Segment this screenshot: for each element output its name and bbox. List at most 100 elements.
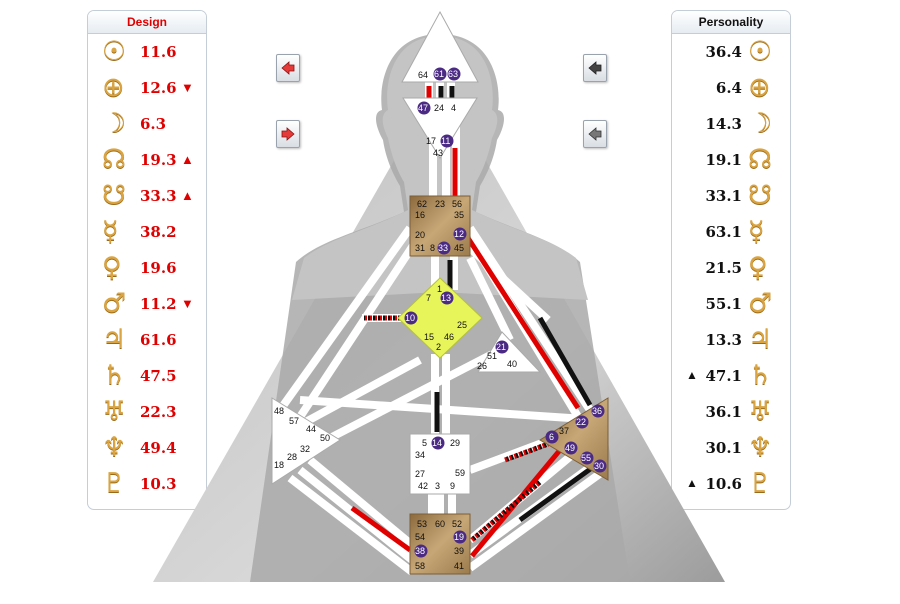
svg-text:13: 13 [441, 293, 451, 303]
gate-value: 19.6 [140, 259, 177, 277]
svg-text:24: 24 [434, 103, 444, 113]
svg-text:42: 42 [418, 481, 428, 491]
silhouette [250, 34, 630, 582]
svg-text:19: 19 [454, 532, 464, 542]
svg-text:30: 30 [594, 461, 604, 471]
planet-row: ♅ 36.1 [672, 395, 790, 431]
svg-text:48: 48 [274, 406, 284, 416]
svg-text:8: 8 [430, 243, 435, 253]
moon-icon: ☽ [748, 108, 773, 139]
svg-text:60: 60 [435, 519, 445, 529]
svg-text:6: 6 [549, 432, 554, 442]
neptune-icon: ♆ [102, 432, 127, 463]
prev-personality-button[interactable] [583, 54, 607, 82]
svg-text:18: 18 [274, 460, 284, 470]
next-arrow-icon [281, 127, 295, 141]
planet-row: ☊19.1 [672, 143, 790, 179]
gate-value: 36.1 [705, 403, 742, 421]
svg-text:1: 1 [437, 284, 442, 294]
svg-text:2: 2 [436, 342, 441, 352]
planet-row: ♂55.1 [672, 287, 790, 323]
sun-icon: ☉ [748, 36, 773, 67]
personality-panel: Personality ☉36.4⊕6.4☽14.3☊19.1☋33.1☿63.… [671, 10, 791, 510]
svg-text:17: 17 [426, 136, 436, 146]
gate-value: 22.3 [140, 403, 177, 421]
channels [276, 82, 608, 576]
spleen-center [271, 397, 341, 485]
svg-text:41: 41 [454, 561, 464, 571]
svg-text:35: 35 [454, 210, 464, 220]
gate-value: 10.6 [705, 475, 742, 493]
svg-text:62: 62 [417, 199, 427, 209]
svg-text:12: 12 [454, 229, 464, 239]
planet-row: ☉ 36.4 [672, 35, 790, 71]
svg-text:16: 16 [415, 210, 425, 220]
planet-row: ☋33.3▲ [88, 179, 206, 215]
north-node-icon: ☊ [102, 144, 126, 175]
fixation-arrow: ▲ [181, 188, 194, 203]
planet-row: ♄47.1▲ [672, 359, 790, 395]
svg-text:45: 45 [454, 243, 464, 253]
svg-text:11: 11 [441, 136, 450, 146]
svg-text:4: 4 [451, 103, 456, 113]
throat-center [409, 195, 471, 257]
gate-value: 6.4 [715, 79, 742, 97]
sacral-center [409, 433, 471, 495]
planet-row: ♅ 22.3 [88, 395, 206, 431]
svg-text:47: 47 [418, 103, 428, 113]
design-title: Design [88, 11, 206, 34]
svg-text:22: 22 [576, 417, 586, 427]
svg-text:37: 37 [559, 426, 569, 436]
uranus-icon: ♅ [748, 396, 773, 427]
gate-value: 36.4 [705, 43, 742, 61]
svg-text:57: 57 [289, 416, 299, 426]
gate-value: 55.1 [705, 295, 742, 313]
gate-value: 33.1 [705, 187, 742, 205]
pluto-icon: ♇ [748, 468, 773, 499]
venus-icon: ♀ [102, 252, 122, 283]
gate-value: 13.3 [705, 331, 742, 349]
background-triangle [153, 80, 725, 582]
prev-arrow-icon [281, 61, 295, 75]
planet-row: ⊕12.6▼ [88, 71, 206, 107]
planet-row: ☿38.2 [88, 215, 206, 251]
design-panel: Design ☉11.6⊕12.6▼☽6.3☊19.3▲☋33.3▲☿38.2♀… [87, 10, 207, 510]
gate-value: 11.6 [140, 43, 177, 61]
pluto-icon: ♇ [102, 468, 127, 499]
svg-text:46: 46 [444, 332, 454, 342]
mercury-icon: ☿ [102, 216, 119, 247]
planet-row: ♄47.5 [88, 359, 206, 395]
planet-row: ♃13.3 [672, 323, 790, 359]
g-center [397, 277, 483, 359]
svg-text:63: 63 [448, 69, 458, 79]
gate-value: 10.3 [140, 475, 177, 493]
prev-personality-button-2[interactable] [583, 120, 607, 148]
next-design-button[interactable] [276, 120, 300, 148]
svg-text:43: 43 [433, 148, 443, 158]
planet-row: ♇ 10.3 [88, 467, 206, 503]
south-node-icon: ☋ [748, 180, 772, 211]
svg-text:10: 10 [405, 313, 415, 323]
head-center [401, 10, 479, 83]
gate-value: 19.3 [140, 151, 177, 169]
svg-text:64: 64 [418, 70, 428, 80]
prev-design-button[interactable] [276, 54, 300, 82]
svg-text:29: 29 [450, 438, 460, 448]
fixation-arrow: ▼ [181, 296, 194, 311]
uranus-icon: ♅ [102, 396, 127, 427]
planet-row: ⊕6.4 [672, 71, 790, 107]
svg-text:28: 28 [287, 452, 297, 462]
gate-value: 49.4 [140, 439, 177, 457]
svg-text:40: 40 [507, 359, 517, 369]
planet-row: ♂11.2▼ [88, 287, 206, 323]
planet-row: ☽6.3 [88, 107, 206, 143]
planet-row: ♀21.5 [672, 251, 790, 287]
svg-text:15: 15 [424, 332, 434, 342]
svg-text:20: 20 [415, 230, 425, 240]
svg-text:51: 51 [487, 351, 497, 361]
gate-value: 30.1 [705, 439, 742, 457]
prev-arrow-icon [588, 127, 602, 141]
planet-row: ☿63.1 [672, 215, 790, 251]
svg-text:33: 33 [438, 243, 448, 253]
